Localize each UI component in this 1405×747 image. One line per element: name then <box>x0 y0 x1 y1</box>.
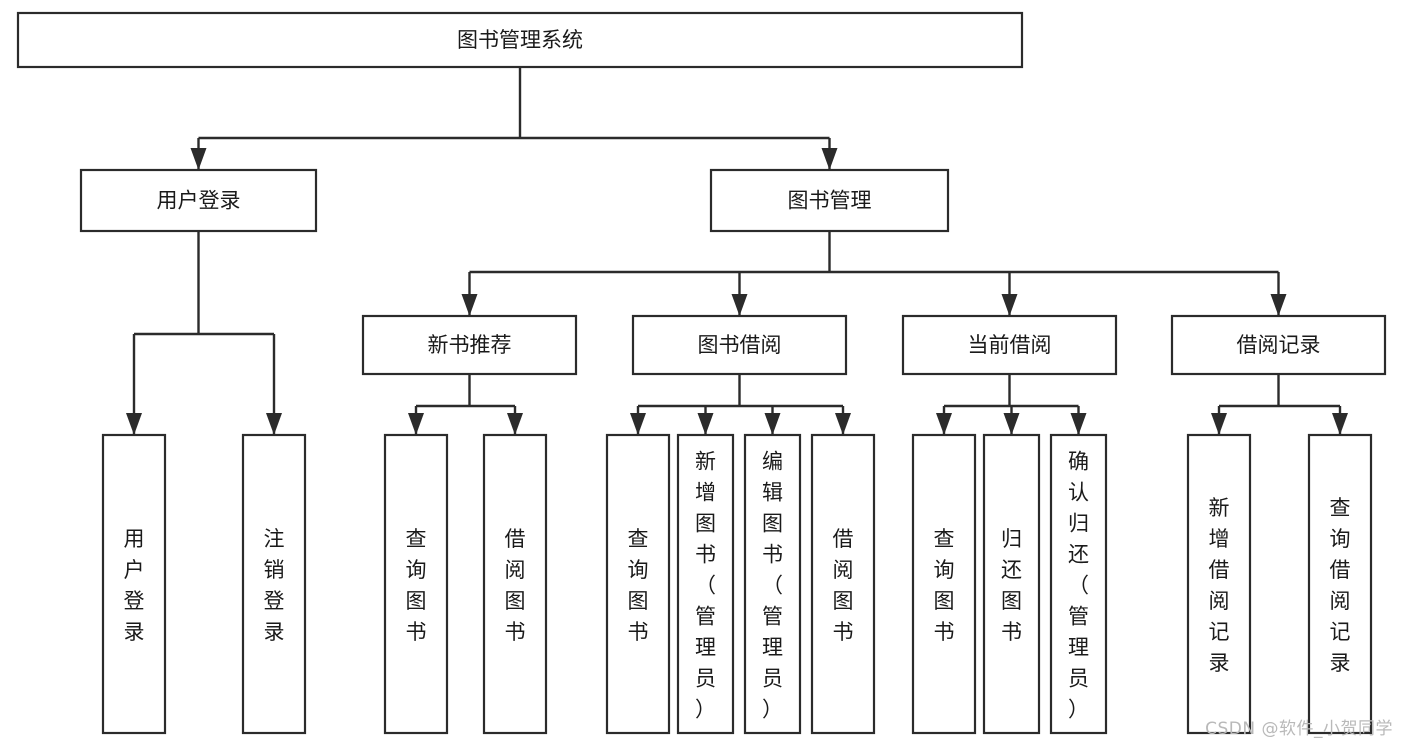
node-leaf-0-box[interactable] <box>101 433 167 735</box>
arrow-head-icon <box>630 413 646 435</box>
node-root[interactable]: 图书管理系统 <box>16 11 1024 69</box>
node-leaf-11[interactable]: 新增借阅记录 <box>1186 433 1252 735</box>
arrow-head-icon <box>126 413 142 435</box>
node-leaf-11-box[interactable] <box>1186 433 1252 735</box>
node-level3-0-label: 新书推荐 <box>428 333 512 357</box>
node-level2-0-label: 用户登录 <box>157 189 241 213</box>
node-leaf-6-box[interactable] <box>743 433 802 735</box>
arrow-head-icon <box>697 413 714 435</box>
node-level3-1-label: 图书借阅 <box>698 333 782 357</box>
node-leaf-9[interactable]: 归还图书 <box>982 433 1041 735</box>
node-level3-0[interactable]: 新书推荐 <box>361 314 578 376</box>
node-leaf-3[interactable]: 借阅图书 <box>482 433 548 735</box>
node-leaf-8[interactable]: 查询图书 <box>911 433 977 735</box>
node-leaf-10-label: 确认归还（管理员） <box>1068 450 1089 722</box>
node-level3-1-box[interactable] <box>631 314 848 376</box>
arrow-head-icon <box>731 294 748 316</box>
node-level3-2-label: 当前借阅 <box>968 333 1052 357</box>
node-leaf-12-box[interactable] <box>1307 433 1373 735</box>
arrow-head-icon <box>190 148 207 170</box>
node-leaf-5-box[interactable] <box>676 433 735 735</box>
arrow-head-icon <box>1001 294 1018 316</box>
node-leaf-6[interactable]: 编辑图书（管理员） <box>743 433 802 735</box>
arrow-head-icon <box>1270 294 1287 316</box>
node-leaf-4-box[interactable] <box>605 433 671 735</box>
arrow-head-icon <box>266 413 282 435</box>
node-leaf-4-label: 查询图书 <box>628 527 649 644</box>
arrow-head-icon <box>936 413 952 435</box>
node-leaf-6-label: 编辑图书（管理员） <box>762 450 783 722</box>
node-leaf-12[interactable]: 查询借阅记录 <box>1307 433 1373 735</box>
node-root-label: 图书管理系统 <box>457 28 583 52</box>
node-level3-2[interactable]: 当前借阅 <box>901 314 1118 376</box>
node-leaf-12-label: 查询借阅记录 <box>1330 496 1351 675</box>
node-leaf-11-label: 新增借阅记录 <box>1209 496 1230 675</box>
node-leaf-5[interactable]: 新增图书（管理员） <box>676 433 735 735</box>
node-leaf-3-box[interactable] <box>482 433 548 735</box>
node-layer: 图书管理系统用户登录图书管理新书推荐图书借阅当前借阅借阅记录用户登录注销登录查询… <box>16 11 1387 735</box>
node-leaf-1-label: 注销登录 <box>264 527 285 644</box>
node-leaf-10[interactable]: 确认归还（管理员） <box>1049 433 1108 735</box>
arrow-head-icon <box>461 294 478 316</box>
node-leaf-1-box[interactable] <box>241 433 307 735</box>
edge-layer <box>126 67 1348 435</box>
node-level3-0-box[interactable] <box>361 314 578 376</box>
arrow-head-icon <box>1332 413 1348 435</box>
arrow-head-icon <box>835 413 851 435</box>
node-leaf-2-label: 查询图书 <box>406 527 427 644</box>
node-leaf-7[interactable]: 借阅图书 <box>810 433 876 735</box>
node-leaf-8-label: 查询图书 <box>934 527 955 644</box>
node-leaf-9-label: 归还图书 <box>1001 527 1022 644</box>
node-level2-1-box[interactable] <box>709 168 950 233</box>
node-leaf-10-box[interactable] <box>1049 433 1108 735</box>
arrow-head-icon <box>1003 413 1020 435</box>
node-leaf-0-label: 用户登录 <box>124 527 145 644</box>
node-level3-1[interactable]: 图书借阅 <box>631 314 848 376</box>
node-leaf-5-label: 新增图书（管理员） <box>695 450 716 722</box>
node-level2-0[interactable]: 用户登录 <box>79 168 318 233</box>
node-level3-3[interactable]: 借阅记录 <box>1170 314 1387 376</box>
node-leaf-4[interactable]: 查询图书 <box>605 433 671 735</box>
node-leaf-8-box[interactable] <box>911 433 977 735</box>
node-leaf-3-label: 借阅图书 <box>505 527 526 644</box>
arrow-head-icon <box>408 413 424 435</box>
arrow-head-icon <box>764 413 781 435</box>
node-leaf-2[interactable]: 查询图书 <box>383 433 449 735</box>
node-level2-0-box[interactable] <box>79 168 318 233</box>
arrow-head-icon <box>1211 413 1227 435</box>
node-level3-2-box[interactable] <box>901 314 1118 376</box>
arrow-head-icon <box>1070 413 1087 435</box>
node-leaf-1[interactable]: 注销登录 <box>241 433 307 735</box>
node-leaf-7-box[interactable] <box>810 433 876 735</box>
node-level3-3-box[interactable] <box>1170 314 1387 376</box>
node-leaf-0[interactable]: 用户登录 <box>101 433 167 735</box>
node-root-box[interactable] <box>16 11 1024 69</box>
node-level2-1-label: 图书管理 <box>788 189 872 213</box>
node-level3-3-label: 借阅记录 <box>1237 333 1321 357</box>
node-level2-1[interactable]: 图书管理 <box>709 168 950 233</box>
arrow-head-icon <box>821 148 838 170</box>
node-leaf-7-label: 借阅图书 <box>833 527 854 644</box>
node-leaf-2-box[interactable] <box>383 433 449 735</box>
node-leaf-9-box[interactable] <box>982 433 1041 735</box>
arrow-head-icon <box>507 413 523 435</box>
